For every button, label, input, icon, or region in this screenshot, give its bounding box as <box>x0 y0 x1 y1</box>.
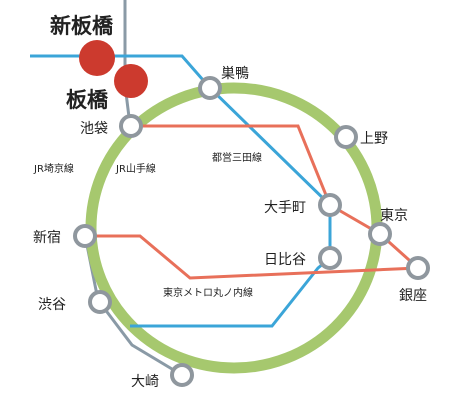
station-markers <box>73 76 430 387</box>
marunouchi-line-label: 東京メトロ丸ノ内線 <box>163 286 253 299</box>
ueno-station-marker[interactable] <box>334 125 358 149</box>
yamanote-line-label: JR山手線 <box>115 162 156 175</box>
osaki-station-marker[interactable] <box>170 363 194 387</box>
shibuya-station-marker[interactable] <box>88 290 112 314</box>
mita-line-label: 都営三田線 <box>212 151 262 164</box>
otemachi-station-marker[interactable] <box>318 193 342 217</box>
ikebukuro-station-marker[interactable] <box>119 114 143 138</box>
shibuya-label: 渋谷 <box>38 297 66 313</box>
shinjuku-label: 新宿 <box>33 229 61 246</box>
osaki-label: 大崎 <box>131 374 159 390</box>
tokyo-station-marker[interactable] <box>368 222 392 246</box>
ginza-label: 銀座 <box>399 288 427 304</box>
mita-line <box>30 54 332 328</box>
sugamo-station-marker[interactable] <box>198 76 222 100</box>
tokyo-label: 東京 <box>380 208 408 224</box>
ueno-label: 上野 <box>360 131 388 147</box>
ginza-station-marker[interactable] <box>406 256 430 280</box>
shinitabashi-label: 新板橋 <box>50 14 114 38</box>
marunouchi-line <box>85 124 422 280</box>
ikebukuro-label: 池袋 <box>80 121 108 137</box>
shinitabashi-station-marker[interactable] <box>79 40 115 76</box>
hibiya-label: 日比谷 <box>264 252 306 268</box>
itabashi-station-marker[interactable] <box>114 64 148 98</box>
saikyo-line-label: JR埼京線 <box>33 162 74 175</box>
sugamo-label: 巣鴨 <box>221 66 249 82</box>
otemachi-label: 大手町 <box>264 200 306 216</box>
shinjuku-station-marker[interactable] <box>73 224 97 248</box>
itabashi-label: 板橋 <box>66 88 109 112</box>
hibiya-station-marker[interactable] <box>318 246 342 270</box>
